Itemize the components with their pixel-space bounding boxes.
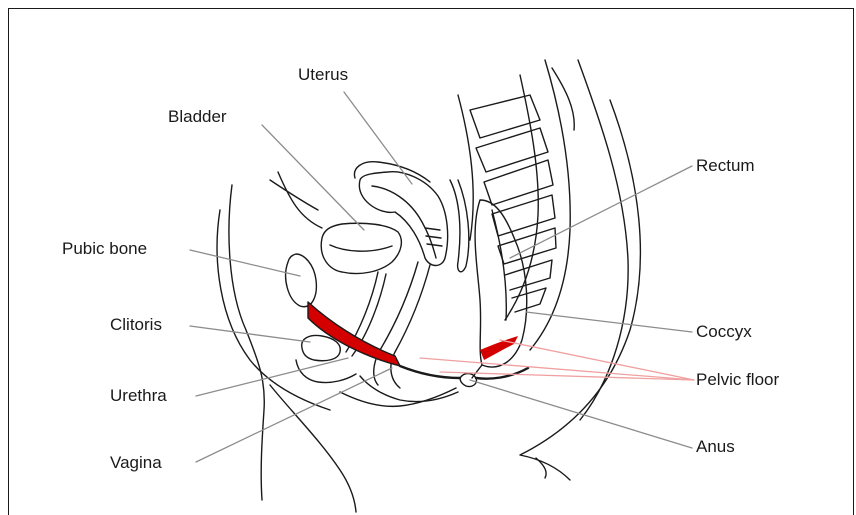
- abdominal-wall: [270, 180, 318, 210]
- back-outline: [578, 60, 628, 420]
- vertebra-4: [492, 195, 555, 236]
- pelvic-floor-muscle-front: [308, 302, 400, 366]
- vertebra-2: [476, 128, 548, 172]
- leader-coccyx: [526, 312, 692, 332]
- label-vagina: Vagina: [110, 454, 162, 471]
- leader-uterus: [344, 92, 412, 184]
- labia: [296, 360, 458, 402]
- label-anus: Anus: [696, 438, 735, 455]
- label-uterus: Uterus: [298, 66, 348, 83]
- body-outline-front: [229, 185, 264, 500]
- bladder-outline: [321, 223, 401, 273]
- leader-vagina: [196, 368, 392, 462]
- leader-pubic-bone: [190, 250, 300, 276]
- label-pelvic-floor: Pelvic floor: [696, 371, 779, 388]
- label-pubic-bone: Pubic bone: [62, 240, 147, 257]
- pubic-bone: [286, 254, 317, 307]
- label-rectum: Rectum: [696, 157, 755, 174]
- peritoneum: [450, 180, 469, 272]
- label-clitoris: Clitoris: [110, 316, 162, 333]
- sacrum-outer: [530, 60, 570, 350]
- label-bladder: Bladder: [168, 108, 227, 125]
- leader-pelvic-floor-1: [500, 340, 694, 380]
- bladder-inner: [330, 245, 392, 251]
- label-urethra: Urethra: [110, 387, 167, 404]
- leader-anus: [470, 380, 692, 448]
- leader-bladder: [262, 125, 364, 230]
- leader-urethra: [196, 358, 348, 396]
- label-coccyx: Coccyx: [696, 323, 752, 340]
- perineum: [340, 388, 456, 406]
- uterus-cervix: [425, 228, 442, 246]
- anal-canal: [472, 365, 482, 378]
- vagina-outline: [374, 262, 418, 385]
- uterus-inner: [372, 186, 436, 258]
- coccyx-segments: [505, 260, 552, 312]
- rectum-inner: [492, 210, 506, 320]
- sacral-curve: [458, 95, 473, 240]
